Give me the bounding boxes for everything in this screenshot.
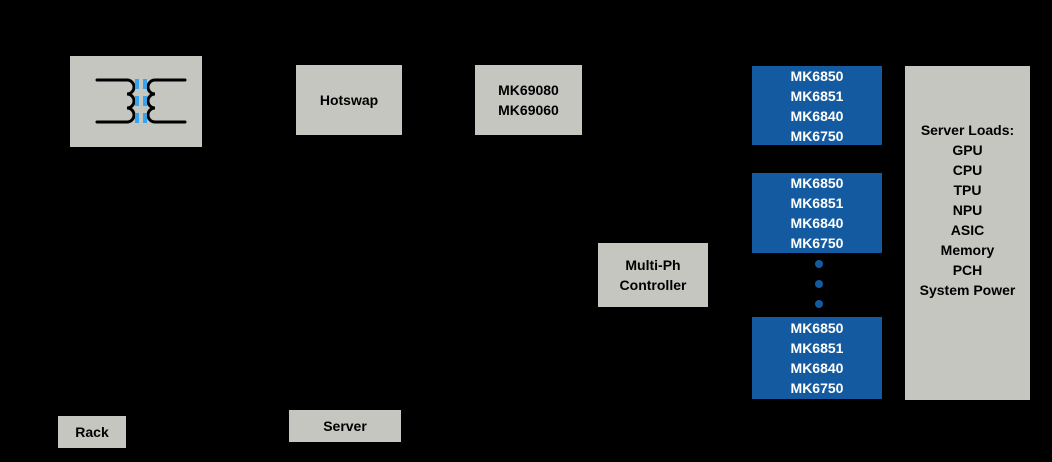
server-label: Server: [323, 418, 367, 434]
server-loads-block: Server Loads: GPU CPU TPU NPU ASIC Memor…: [905, 66, 1030, 400]
module-2-part-4: MK6750: [790, 235, 844, 251]
server-load-cpu: CPU: [952, 162, 983, 178]
module-1-part-1: MK6850: [790, 67, 844, 84]
multiphase-controller-block: Multi-Ph Controller: [598, 243, 708, 307]
module-3-part-3: MK6840: [790, 360, 844, 376]
transformer-block: [70, 56, 202, 147]
module-3-part-4: MK6750: [790, 380, 844, 396]
module-1-part-2: MK6851: [790, 87, 844, 104]
power-stage-module-1: MK6850 MK6851 MK6840 MK6750: [752, 66, 882, 145]
hotswap-block: Hotswap: [296, 65, 402, 135]
controller-label-line-2: Controller: [619, 277, 687, 293]
module-3-part-2: MK6851: [790, 340, 844, 356]
server-load-memory: Memory: [940, 242, 995, 258]
server-load-asic: ASIC: [950, 222, 985, 238]
server-loads-title: Server Loads:: [920, 122, 1015, 138]
server-load-system-power: System Power: [919, 282, 1016, 298]
module-1-part-3: MK6840: [790, 107, 844, 124]
server-load-pch: PCH: [952, 262, 983, 278]
module-1-part-4: MK6750: [790, 127, 844, 144]
server-load-npu: NPU: [952, 202, 983, 218]
vertical-ellipsis-dot-3: [815, 300, 823, 308]
module-2-part-1: MK6850: [790, 175, 844, 191]
vertical-ellipsis-dot-1: [815, 260, 823, 268]
rack-label: Rack: [75, 424, 109, 440]
bus-converter-block: MK69080 MK69060: [475, 65, 582, 135]
hotswap-label: Hotswap: [319, 92, 379, 108]
transformer-icon: [95, 78, 187, 123]
module-2-part-2: MK6851: [790, 195, 844, 211]
server-load-tpu: TPU: [953, 182, 982, 198]
controller-label-line-1: Multi-Ph: [625, 257, 681, 273]
power-stage-module-2: MK6850 MK6851 MK6840 MK6750: [752, 173, 882, 253]
vertical-ellipsis-dot-2: [815, 280, 823, 288]
bus-converter-part-2: MK69060: [498, 102, 559, 118]
rack-label-box: Rack: [58, 416, 126, 448]
server-load-gpu: GPU: [952, 142, 983, 158]
server-label-box: Server: [289, 410, 401, 442]
module-3-part-1: MK6850: [790, 320, 844, 336]
bus-converter-part-1: MK69080: [498, 82, 559, 98]
module-2-part-3: MK6840: [790, 215, 844, 231]
power-stage-module-3: MK6850 MK6851 MK6840 MK6750: [752, 317, 882, 399]
